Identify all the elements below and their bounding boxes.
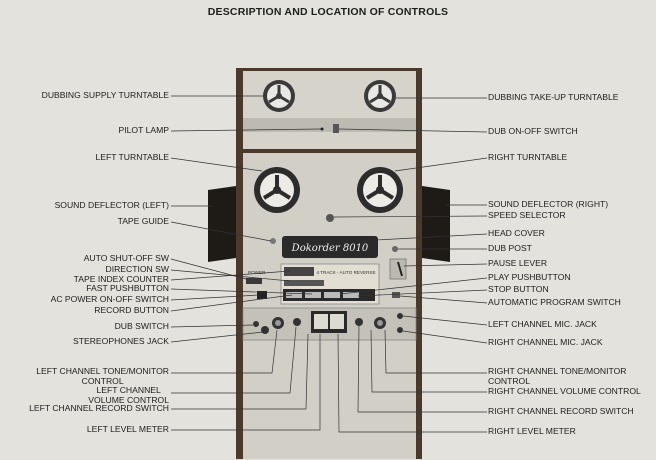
label-direction-sw: DIRECTION SW [105, 264, 170, 274]
panel-text: 4 TRACK - AUTO REVERSE [316, 270, 375, 275]
label-left-volume: LEFT CHANNEL VOLUME CONTROL [88, 385, 169, 405]
leader-lines [170, 95, 488, 433]
label-sound-deflector-left: SOUND DEFLECTOR (LEFT) [54, 200, 169, 210]
pilot-lamp [320, 127, 324, 131]
direction-sw [284, 280, 324, 286]
label-left-mic-jack: LEFT CHANNEL MIC. JACK [488, 319, 597, 329]
label-play-pushbutton: PLAY PUSHBUTTON [488, 272, 571, 282]
fast-pushbutton [305, 292, 321, 298]
pause-lever [397, 261, 403, 277]
label-ac-power-switch: AC POWER ON-OFF SWITCH [50, 294, 169, 304]
right-mic-jack [397, 327, 403, 333]
label-right-turntable: RIGHT TURNTABLE [488, 152, 568, 162]
right-level-meter [330, 314, 344, 329]
sound-deflector-right [422, 186, 450, 262]
brand-text: Dokorder 8010 [291, 243, 369, 254]
dubbing-take-up-turntable [364, 80, 396, 112]
label-dub-on-off-switch: DUB ON-OFF SWITCH [488, 126, 578, 136]
left-level-meter [314, 314, 328, 329]
label-stereophones-jack: STEREOPHONES JACK [73, 336, 169, 346]
tape-guide [270, 238, 276, 244]
stereophones-jack [261, 326, 269, 334]
label-right-level-meter: RIGHT LEVEL METER [488, 426, 576, 436]
label-right-tone-monitor: RIGHT CHANNEL TONE/MONITOR CONTROL [488, 366, 627, 386]
label-left-level-meter: LEFT LEVEL METER [86, 424, 169, 434]
label-sound-deflector-right: SOUND DEFLECTOR (RIGHT) [488, 199, 609, 209]
auto-shut-off-sw [246, 278, 262, 284]
label-right-record-switch: RIGHT CHANNEL RECORD SWITCH [488, 406, 634, 416]
left-turntable [254, 167, 300, 213]
power-label: POWER [248, 270, 266, 275]
label-dub-post: DUB POST [488, 243, 532, 253]
dub-switch [253, 321, 259, 327]
label-left-tone-monitor: LEFT CHANNEL TONE/MONITOR CONTROL [36, 366, 169, 386]
pilot-lamp-strip [243, 118, 416, 132]
label-dub-switch: DUB SWITCH [114, 321, 169, 331]
head-cover [282, 236, 378, 258]
sound-deflector-left [208, 186, 236, 262]
label-right-volume: RIGHT CHANNEL VOLUME CONTROL [488, 386, 641, 396]
label-right-mic-jack: RIGHT CHANNEL MIC. JACK [488, 337, 603, 347]
label-dubbing-take-up-turntable: DUBBING TAKE-UP TURNTABLE [488, 92, 619, 102]
record-button [286, 292, 302, 298]
label-pilot-lamp: PILOT LAMP [118, 125, 169, 135]
label-automatic-program-switch: AUTOMATIC PROGRAM SWITCH [488, 297, 621, 307]
label-tape-guide: TAPE GUIDE [117, 216, 169, 226]
play-pushbutton [324, 292, 340, 298]
dubbing-supply-turntable [263, 80, 295, 112]
label-speed-selector: SPEED SELECTOR [488, 210, 566, 220]
stop-button [343, 292, 359, 298]
label-auto-shut-off-sw: AUTO SHUT-OFF SW [83, 253, 169, 263]
label-left-record-switch: LEFT CHANNEL RECORD SWITCH [29, 403, 169, 413]
automatic-program-switch [392, 292, 400, 298]
dub-post [392, 246, 398, 252]
label-tape-index-counter: TAPE INDEX COUNTER [73, 274, 169, 284]
left-volume-control [293, 318, 301, 326]
label-stop-button: STOP BUTTON [488, 284, 549, 294]
label-left-turntable: LEFT TURNTABLE [95, 152, 169, 162]
right-turntable [357, 167, 403, 213]
page-title: DESCRIPTION AND LOCATION OF CONTROLS [207, 6, 449, 18]
dub-on-off-switch [333, 124, 339, 133]
right-record-switch [355, 318, 363, 326]
label-dubbing-supply-turntable: DUBBING SUPPLY TURNTABLE [41, 90, 169, 100]
left-mic-jack [397, 313, 403, 319]
ac-power-switch [257, 291, 267, 299]
dubbing-deck-face [243, 71, 416, 149]
label-pause-lever: PAUSE LEVER [488, 258, 548, 268]
tape-index-counter [284, 267, 314, 276]
speed-selector [326, 214, 334, 222]
label-fast-pushbutton: FAST PUSHBUTTON [86, 283, 169, 293]
label-record-button: RECORD BUTTON [94, 305, 169, 315]
label-head-cover: HEAD COVER [488, 228, 545, 238]
